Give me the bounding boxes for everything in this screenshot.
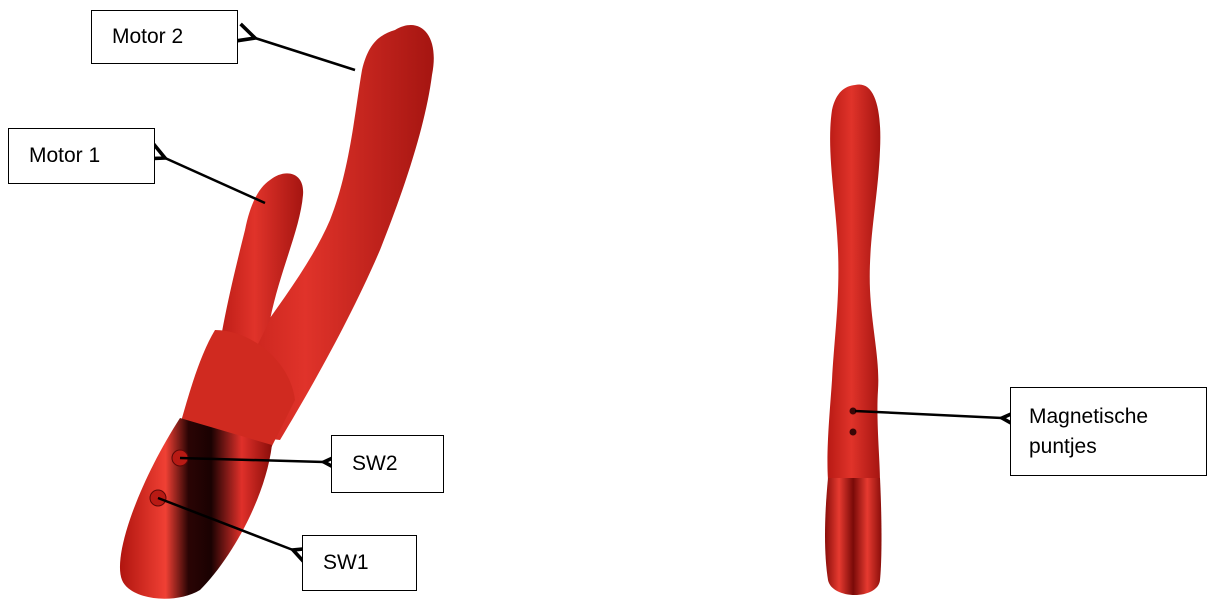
motor2-label: Motor 2 — [91, 10, 238, 64]
sw2-label: SW2 — [331, 435, 444, 493]
magnetic-point-2 — [850, 429, 857, 436]
arrow-motor1 — [165, 158, 265, 203]
sw1-label: SW1 — [302, 535, 417, 591]
arrow-motor2 — [255, 38, 355, 70]
motor1-label: Motor 1 — [8, 128, 155, 184]
magnetic-label-line1: Magnetische — [1029, 402, 1148, 432]
back-shaft — [827, 84, 880, 480]
back-view-image — [825, 84, 882, 595]
back-chrome-base — [825, 478, 882, 595]
magnetic-label-line2: puntjes — [1029, 432, 1097, 462]
chrome-handle — [120, 418, 272, 599]
rabbit-vibrator-image — [120, 25, 434, 599]
magnetic-points-label: Magnetische puntjes — [1010, 387, 1207, 476]
